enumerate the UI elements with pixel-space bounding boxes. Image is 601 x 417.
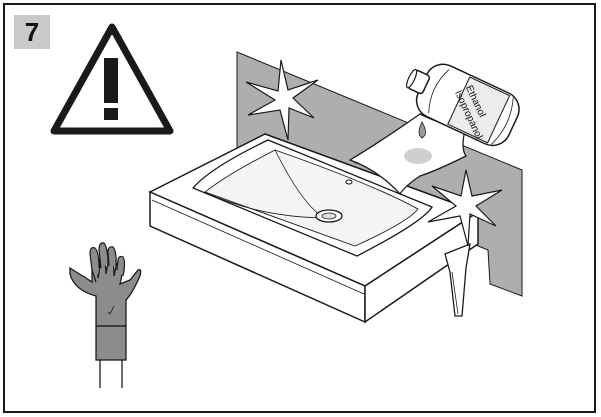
warning-icon bbox=[54, 27, 170, 131]
glove-icon bbox=[70, 243, 141, 388]
